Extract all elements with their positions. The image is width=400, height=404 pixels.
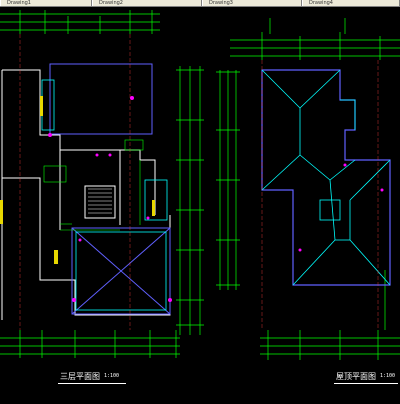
right-columns	[298, 163, 384, 252]
tab-label: Drawing2	[99, 0, 123, 6]
left-ridge-lines	[41, 79, 168, 311]
right-axis-lines	[261, 60, 379, 330]
right-roof-outline	[261, 69, 391, 286]
tab-label: Drawing1	[7, 0, 31, 6]
left-title-underline	[58, 383, 126, 384]
right-plan-scale: 1:100	[380, 373, 396, 379]
tab-label: Drawing4	[309, 0, 333, 6]
left-green-detail	[43, 139, 144, 231]
right-title-underline	[334, 383, 398, 384]
drawing-tab[interactable]: Drawing4	[302, 0, 400, 6]
right-roof-ridges	[261, 69, 391, 286]
left-columns	[48, 96, 172, 302]
drawing-tab[interactable]: Drawing3	[202, 0, 302, 6]
left-windows	[0, 96, 155, 264]
left-dimension-lines	[0, 10, 204, 358]
tab-label: Drawing3	[209, 0, 233, 6]
right-plan-title: 屋顶平面图	[336, 372, 376, 381]
drawing-tab-bar: Drawing1 Drawing2 Drawing3 Drawing4	[0, 0, 400, 7]
left-axis-lines	[19, 34, 131, 330]
left-blue-outline	[49, 63, 171, 315]
left-stair	[88, 188, 112, 214]
drawing-svg	[0, 10, 400, 360]
drawing-tab[interactable]: Drawing1	[0, 0, 92, 6]
right-dimension-lines	[216, 18, 400, 360]
left-wall-outline	[1, 69, 171, 320]
left-plan-scale: 1:100	[104, 373, 120, 379]
left-plan-title: 三层平面图	[60, 372, 100, 381]
cad-model-space[interactable]: 三层平面图 1:100 屋顶平面图 1:100	[0, 7, 400, 400]
drawing-tab[interactable]: Drawing2	[92, 0, 202, 6]
